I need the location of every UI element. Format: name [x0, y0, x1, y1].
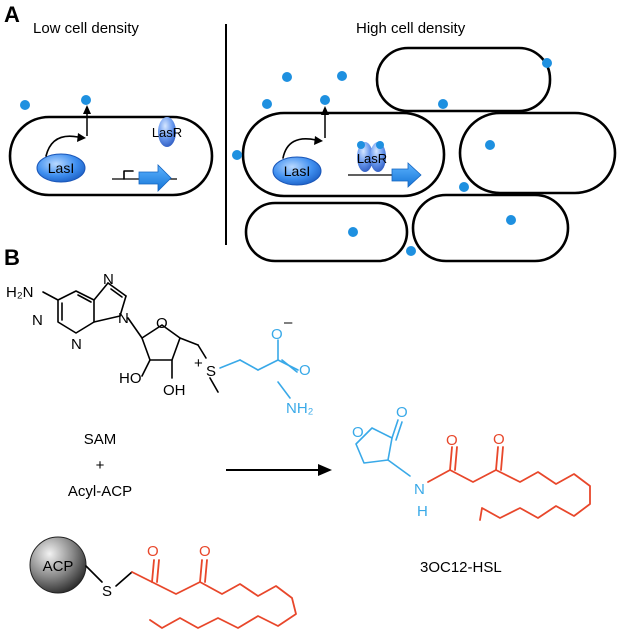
- synthesis-arrow: [282, 138, 317, 159]
- signal-molecule: [542, 58, 552, 68]
- high-density-cells: LasI LasR: [232, 46, 617, 263]
- lasr-protein: [158, 117, 176, 147]
- atom-label: HO: [119, 370, 142, 387]
- lasr-label: LasR: [152, 125, 182, 140]
- cell-membrane: [244, 201, 409, 263]
- atom-label: N: [71, 336, 82, 353]
- signal-molecule: [20, 100, 30, 110]
- signal-molecule: [438, 99, 448, 109]
- signal-molecule: [262, 99, 272, 109]
- reactant-sam: SAM: [84, 431, 117, 448]
- cell-membrane: [458, 111, 617, 195]
- atom-label: N: [118, 310, 129, 327]
- atom-label: S: [206, 363, 216, 380]
- lasi-label: LasI: [284, 163, 310, 179]
- atom-label: NH₂: [286, 400, 314, 417]
- reaction-plus: +: [96, 457, 105, 474]
- signal-molecule: [485, 140, 495, 150]
- atom-label: O: [299, 362, 311, 379]
- atom-label: O: [396, 404, 408, 421]
- lasr-protein: [357, 142, 373, 172]
- signal-molecule: [376, 141, 384, 149]
- synthesis-arrow: [45, 135, 79, 157]
- atom-label: O: [199, 543, 211, 560]
- acyl-acp-structure: ACP S O O: [29, 536, 297, 629]
- cell-membrane: [411, 193, 570, 263]
- panel-a-label: A: [4, 2, 20, 27]
- high-density-title: High cell density: [356, 20, 466, 37]
- atom-label: O: [352, 424, 364, 441]
- atom-label: +: [194, 355, 203, 372]
- atom-label: H: [417, 503, 428, 520]
- lasi-label: LasI: [48, 160, 74, 176]
- lasr-protein: [370, 142, 386, 172]
- signal-molecule: [459, 182, 469, 192]
- panel-b-label: B: [4, 245, 20, 270]
- lasr-label: LasR: [357, 151, 387, 166]
- atom-label: OH: [163, 382, 186, 399]
- acp-label: ACP: [43, 558, 74, 575]
- acyl-chain: [149, 581, 297, 629]
- atom-label: S: [102, 583, 112, 600]
- signal-molecule: [337, 71, 347, 81]
- signal-molecule: [282, 72, 292, 82]
- sam-structure: H₂N N N N N O HO OH S + O –: [6, 271, 314, 417]
- atom-label: N: [103, 271, 114, 288]
- promoter-arrow: [123, 170, 134, 180]
- atom-label: –: [284, 314, 293, 331]
- lasi-protein: [36, 153, 86, 183]
- product-name: 3OC12-HSL: [420, 559, 502, 576]
- signal-molecule: [357, 141, 365, 149]
- gene-arrow: [391, 162, 422, 188]
- atom-label: O: [147, 543, 159, 560]
- atom-label: O: [446, 432, 458, 449]
- atom-label: O: [271, 326, 283, 343]
- acyl-chain: [479, 469, 591, 521]
- signal-molecule: [506, 215, 516, 225]
- reaction-arrow-head: [318, 464, 332, 476]
- signal-molecule: [232, 150, 242, 160]
- cell-membrane: [375, 46, 552, 113]
- signal-molecule: [348, 227, 358, 237]
- low-density-cell: LasI LasR: [8, 95, 214, 197]
- hsl-structure: O O N H O O 3OC12-HSL: [352, 404, 591, 576]
- signal-molecule: [320, 95, 330, 105]
- signal-molecule: [406, 246, 416, 256]
- atom-label: O: [156, 315, 168, 332]
- lasi-protein: [272, 156, 322, 186]
- low-density-title: Low cell density: [33, 20, 139, 37]
- reactant-acyl-acp: Acyl-ACP: [68, 483, 132, 500]
- signal-molecule: [81, 95, 91, 105]
- atom-label: O: [493, 431, 505, 448]
- acp-sphere: [29, 536, 87, 594]
- atom-label: N: [414, 481, 425, 498]
- atom-label: H₂N: [6, 284, 34, 301]
- gene-arrow: [138, 164, 172, 192]
- cell-membrane: [8, 115, 214, 197]
- atom-label: N: [32, 312, 43, 329]
- cell-membrane: [241, 111, 446, 198]
